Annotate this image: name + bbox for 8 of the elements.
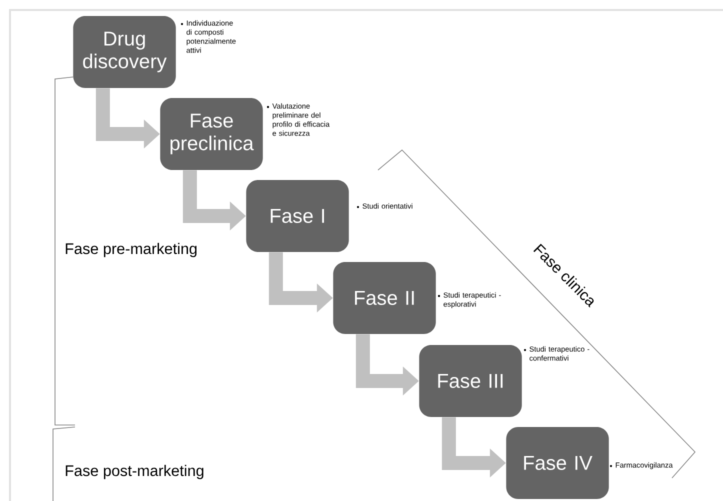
- phase-box: Fase IV: [506, 427, 609, 499]
- phase-box: Fase III: [419, 345, 522, 417]
- phase-box: Fase I: [246, 180, 349, 252]
- phase-label: Fase post-marketing: [66, 464, 204, 480]
- phase-label: Fase pre-marketing: [66, 242, 197, 258]
- phase-box: Fase II: [333, 262, 436, 334]
- phase-box: Drug discovery: [73, 16, 176, 88]
- phase-box: Fase preclinica: [160, 98, 263, 170]
